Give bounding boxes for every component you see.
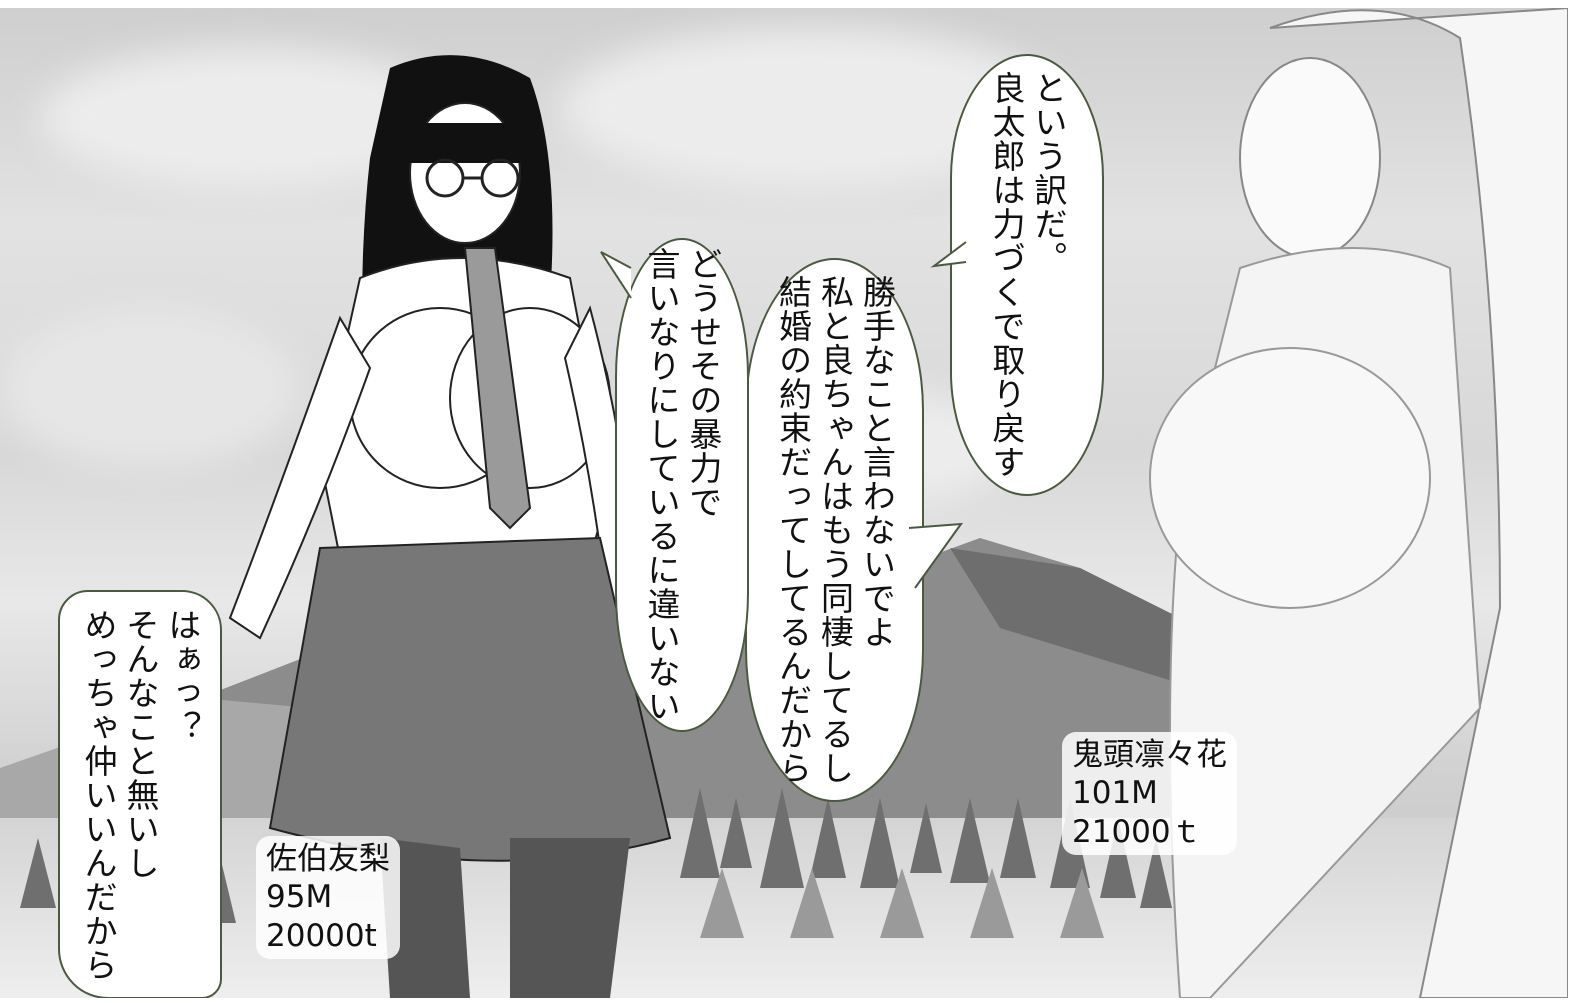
- bubble-tail: [600, 251, 632, 299]
- character-info-yuri: 佐伯友梨 95M 20000t: [256, 836, 400, 960]
- bubble-tail: [930, 241, 967, 268]
- character-weight: 21000ｔ: [1072, 813, 1202, 850]
- speech-text: という訳だ。 良太郎は力づくで取り戻す: [987, 71, 1068, 479]
- bubble-tail: [908, 522, 964, 589]
- speech-bubble-rinka: という訳だ。 良太郎は力づくで取り戻す: [950, 54, 1104, 496]
- character-name: 鬼頭凛々花: [1072, 737, 1227, 773]
- character-height: 95M: [266, 879, 333, 916]
- speech-text: はぁっ？ そんなこと無いし めっちゃ仲いいんだから: [79, 607, 202, 982]
- speech-bubble-yuri-3: はぁっ？ そんなこと無いし めっちゃ仲いいんだから: [58, 590, 222, 998]
- character-height: 101M: [1072, 775, 1158, 812]
- yuri-figure: [228, 55, 672, 998]
- character-weight: 20000t: [266, 917, 377, 954]
- character-info-rinka: 鬼頭凛々花 101M 21000ｔ: [1062, 732, 1237, 856]
- rinka-figure: [1149, 8, 1568, 998]
- manga-panel: という訳だ。 良太郎は力づくで取り戻す 勝手なこと言わないでよ 私と良ちゃんはも…: [0, 8, 1568, 998]
- speech-text: どうせその暴力で 言いなりにしているに違いない: [642, 247, 723, 723]
- character-name: 佐伯友梨: [266, 841, 390, 877]
- speech-bubble-yuri-1: 勝手なこと言わないでよ 私と良ちゃんはもう同棲してるし 結婚の約束だってしてるん…: [745, 258, 924, 802]
- speech-text: 勝手なこと言わないでよ 私と良ちゃんはもう同棲してるし 結婚の約束だってしてるん…: [773, 275, 897, 785]
- cloud: [0, 308, 300, 468]
- speech-bubble-yuri-2: どうせその暴力で 言いなりにしているに違いない: [615, 238, 749, 732]
